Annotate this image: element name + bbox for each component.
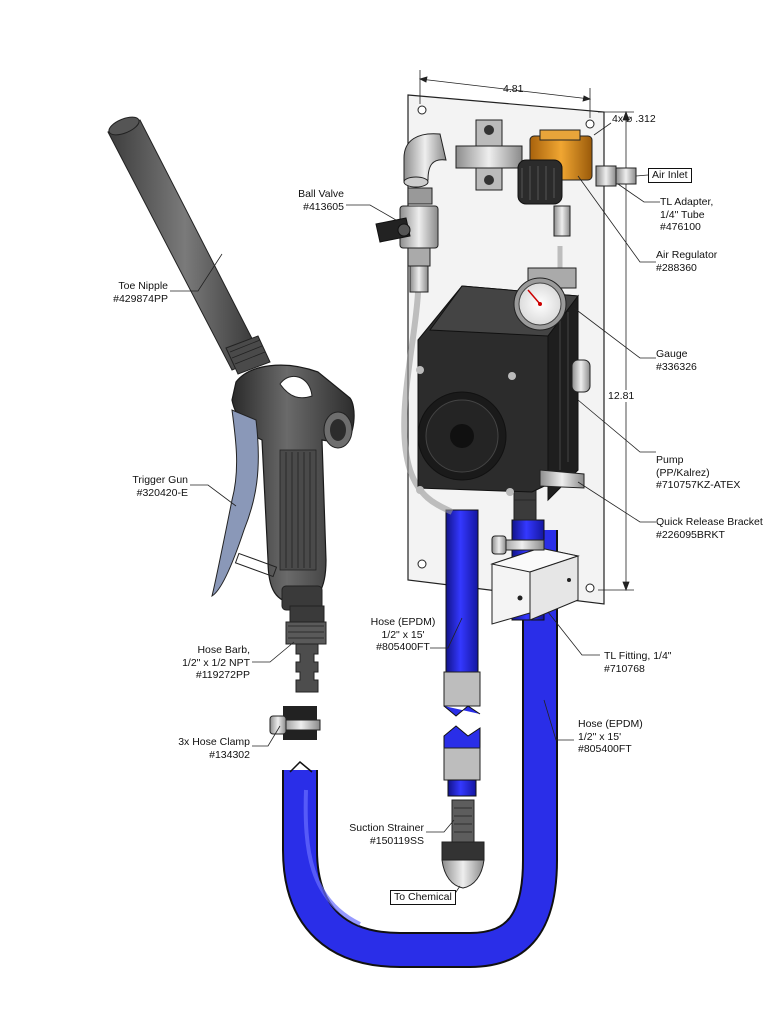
elbow-fitting <box>403 133 447 188</box>
dimension-lines <box>418 70 634 592</box>
suction-strainer <box>441 799 485 889</box>
label-toe-nipple: Toe Nipple#429874PP <box>113 280 168 305</box>
label-to-chemical: To Chemical <box>390 890 456 905</box>
height-dimension: 12.81 <box>608 390 635 402</box>
trigger-gun <box>211 364 355 611</box>
hose-clamp-left <box>269 715 321 735</box>
label-air-regulator: Air Regulator#288360 <box>656 249 718 274</box>
label-pump: Pump(PP/Kalrez)#710757KZ-ATEX <box>656 454 741 491</box>
tl-adapter <box>595 165 637 187</box>
label-hose-barb: Hose Barb,1/2" x 1/2 NPT#119272PP <box>182 644 250 681</box>
label-tl-fitting: TL Fitting, 1/4"#710768 <box>604 650 672 675</box>
toe-nipple <box>107 116 271 375</box>
label-air-inlet: Air Inlet <box>648 168 692 183</box>
clear-tube <box>401 291 454 515</box>
label-gauge: Gauge#336326 <box>656 348 697 373</box>
tl-fitting <box>490 547 580 625</box>
hose-loop <box>282 530 558 968</box>
label-ball-valve: Ball Valve#413605 <box>298 188 344 213</box>
label-suction-strainer: Suction Strainer#150119SS <box>349 822 424 847</box>
label-hose-left: Hose (EPDM)1/2" x 15'#805400FT <box>370 616 436 653</box>
hole-dimension: 4x ⌀ .312 <box>612 113 656 125</box>
ball-valve <box>375 187 439 293</box>
pump <box>416 285 591 502</box>
label-hose-right: Hose (EPDM)1/2" x 15'#805400FT <box>578 718 643 755</box>
leader-lines <box>170 174 660 899</box>
suction-hose <box>443 509 481 797</box>
hose-clamp-right <box>491 535 545 555</box>
label-quick-release-bracket: Quick Release Bracket#226095BRKT <box>656 516 763 541</box>
hose-barb <box>285 605 327 693</box>
width-dimension: 4.81 <box>503 83 524 95</box>
label-tl-adapter: TL Adapter,1/4" Tube#476100 <box>660 196 714 233</box>
gauge <box>513 267 577 331</box>
top-tee <box>455 119 523 191</box>
label-trigger-gun: Trigger Gun#320420-E <box>132 474 188 499</box>
air-regulator <box>517 129 593 237</box>
label-hose-clamp: 3x Hose Clamp#134302 <box>178 736 250 761</box>
